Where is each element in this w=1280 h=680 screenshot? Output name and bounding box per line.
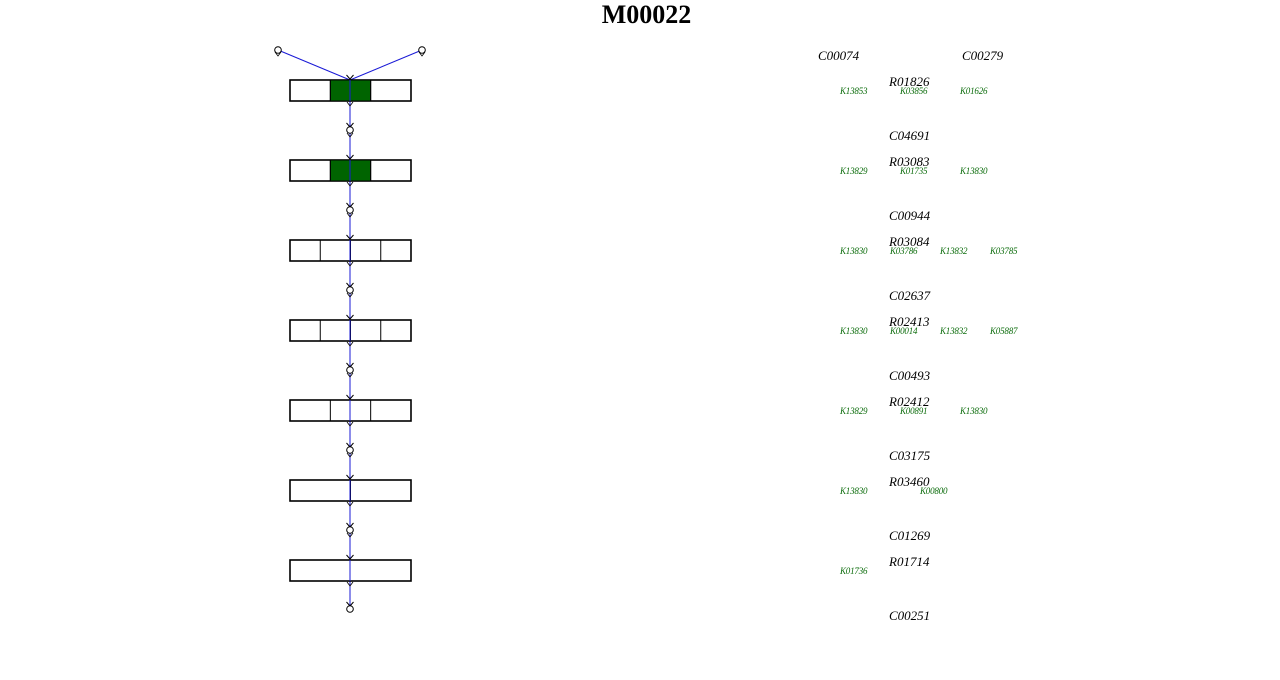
edge-tail-mark	[346, 132, 354, 138]
start-compound-node	[418, 46, 426, 54]
ortholog-label: K00800	[920, 486, 948, 496]
compound-node	[346, 126, 354, 134]
ortholog-label: K13830	[840, 486, 868, 496]
edge-tail-mark	[346, 101, 354, 107]
edge-tail-mark	[346, 532, 354, 538]
compound-node	[346, 605, 354, 613]
ortholog-label: K01626	[960, 86, 988, 96]
edge-tail-mark	[346, 581, 354, 587]
compound-label: C00493	[889, 368, 931, 383]
edge-arrowhead	[346, 474, 354, 480]
edge-arrowhead	[346, 394, 354, 400]
ortholog-label: K03856	[900, 86, 928, 96]
edge-tail-mark	[346, 181, 354, 187]
edge-tail-mark	[418, 51, 426, 57]
reaction-label: R01714	[889, 554, 930, 569]
ortholog-label: K13829	[840, 406, 868, 416]
compound-label: C00251	[889, 608, 931, 623]
reaction-edge	[349, 49, 423, 81]
ortholog-label: K05887	[990, 326, 1018, 336]
compound-label: C04691	[889, 128, 931, 143]
reaction-label: R03460	[889, 474, 930, 489]
ortholog-label: K13832	[940, 326, 968, 336]
edge-arrowhead	[346, 234, 354, 240]
reaction-label: R03083	[889, 154, 930, 169]
ortholog-label: K01735	[900, 166, 928, 176]
start-compound-label: C00279	[962, 48, 1004, 63]
ortholog-label: K13832	[940, 246, 968, 256]
ortholog-label: K03785	[990, 246, 1018, 256]
compound-label: C01269	[889, 528, 931, 543]
ortholog-label: K13830	[840, 326, 868, 336]
edge-tail-mark	[346, 452, 354, 458]
edge-arrowhead	[346, 74, 354, 80]
reaction-label: R01826	[889, 74, 930, 89]
ortholog-label: K13853	[840, 86, 868, 96]
start-compound-label: C00074	[818, 48, 860, 63]
reaction-edge	[277, 49, 351, 81]
edge-tail-mark	[346, 421, 354, 427]
compound-label: C03175	[889, 448, 931, 463]
ortholog-label: K13830	[840, 246, 868, 256]
ortholog-label: K13830	[960, 406, 988, 416]
ortholog-label: K13830	[960, 166, 988, 176]
ortholog-label: K03786	[890, 246, 918, 256]
edge-arrowhead	[346, 154, 354, 160]
reaction-label: R03084	[889, 234, 930, 249]
edge-tail-mark	[346, 501, 354, 507]
compound-node	[346, 206, 354, 214]
reaction-label: R02412	[889, 394, 930, 409]
reaction-label: R02413	[889, 314, 930, 329]
module-title: M00022	[601, 0, 692, 29]
compound-node	[346, 286, 354, 294]
compound-label: C02637	[889, 288, 931, 303]
edge-tail-mark	[346, 341, 354, 347]
ortholog-label: K01736	[840, 566, 868, 576]
ortholog-label: K13829	[840, 166, 868, 176]
edge-tail-mark	[346, 261, 354, 267]
edge-tail-mark	[346, 292, 354, 298]
start-compound-node	[274, 46, 282, 54]
edge-tail-mark	[346, 372, 354, 378]
ortholog-label: K00014	[890, 326, 918, 336]
edge-arrowhead	[346, 314, 354, 320]
edge-tail-mark	[346, 212, 354, 218]
compound-node	[346, 366, 354, 374]
edge-tail-mark	[274, 51, 282, 57]
ortholog-label: K00891	[900, 406, 928, 416]
compound-node	[346, 446, 354, 454]
edge-arrowhead	[346, 554, 354, 560]
compound-node	[346, 526, 354, 534]
compound-label: C00944	[889, 208, 931, 223]
